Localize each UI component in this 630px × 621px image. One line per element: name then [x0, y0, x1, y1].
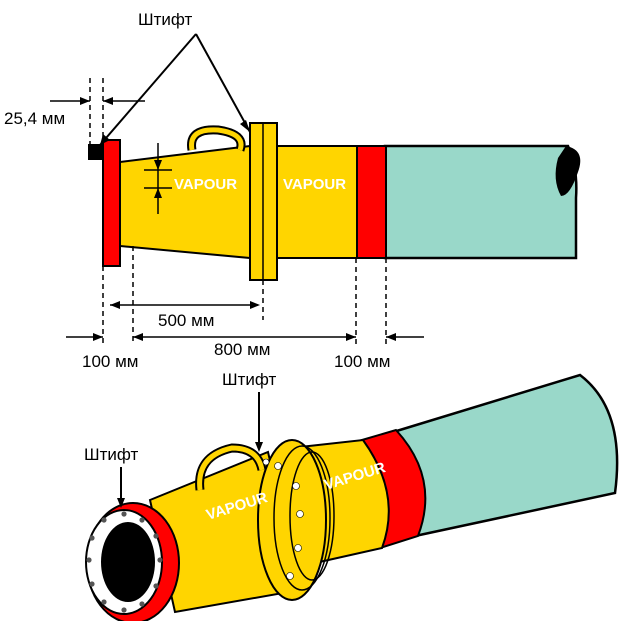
bottom-flange [257, 439, 327, 601]
top-body-right [276, 145, 358, 259]
dim-25-4: 25,4 мм [4, 109, 65, 128]
top-hose-end [555, 146, 581, 196]
pin-label-middle: Штифт [222, 370, 276, 389]
vapour-label-1: VAPOUR [174, 176, 237, 193]
dim-100-left: 100 мм [82, 352, 138, 371]
bottom-opening [101, 522, 155, 602]
pin-label-top: Штифт [138, 10, 192, 29]
vapour-label-2: VAPOUR [283, 176, 346, 193]
top-red-band [355, 145, 387, 259]
top-cone [119, 144, 251, 260]
bottom-hose [388, 373, 619, 538]
pin-label-left: Штифт [84, 445, 138, 464]
dim-500: 500 мм [158, 311, 214, 330]
top-pin [88, 144, 102, 160]
dim-100-right: 100 мм [334, 352, 390, 371]
top-hose [383, 144, 578, 260]
top-red-cap [102, 139, 121, 267]
dim-800: 800 мм [214, 340, 270, 359]
